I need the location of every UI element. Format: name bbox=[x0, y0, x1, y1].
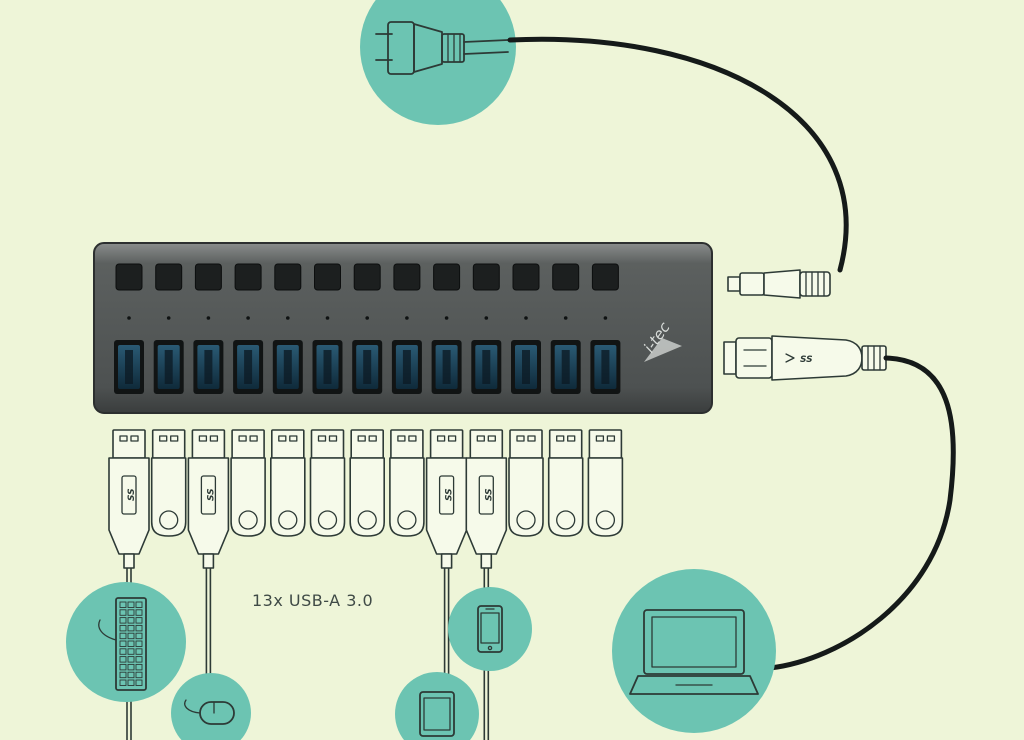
port-led-9 bbox=[444, 316, 449, 320]
keyboard-icon bbox=[98, 597, 147, 691]
dc-barrel-plug bbox=[727, 269, 831, 299]
port-led-5 bbox=[286, 316, 290, 320]
usb-a-plug-idle-4 bbox=[230, 429, 266, 537]
usb-port-5[interactable] bbox=[272, 340, 303, 394]
port-switch-13[interactable] bbox=[591, 263, 619, 291]
hub-leds bbox=[127, 316, 608, 320]
usb-port-4[interactable] bbox=[233, 340, 264, 394]
port-switch-2[interactable] bbox=[155, 263, 183, 291]
laptop-circle bbox=[612, 569, 776, 733]
port-led-8 bbox=[405, 316, 409, 320]
usb-port-6[interactable] bbox=[312, 340, 343, 394]
usb-a-plug-idle-6 bbox=[309, 429, 346, 537]
usb-port-13[interactable] bbox=[590, 340, 621, 394]
ss-badge: SS bbox=[445, 488, 455, 501]
laptop-icon bbox=[629, 609, 759, 695]
smartphone-group bbox=[448, 587, 532, 671]
mouse-circle bbox=[171, 673, 251, 740]
port-switch-1[interactable] bbox=[115, 263, 143, 291]
power-plug-icon bbox=[375, 21, 509, 75]
mouse-icon bbox=[184, 699, 235, 725]
port-led-7 bbox=[365, 316, 370, 320]
ss-badge: SS bbox=[127, 488, 137, 501]
port-led-13 bbox=[603, 316, 608, 320]
tablet-icon bbox=[419, 691, 455, 737]
port-led-11 bbox=[524, 316, 528, 320]
usb-port-1[interactable] bbox=[114, 340, 144, 394]
usb-a-plug-idle-2 bbox=[150, 429, 187, 537]
tablet-circle bbox=[395, 672, 479, 740]
mouse-group bbox=[171, 673, 251, 740]
port-led-4 bbox=[246, 316, 250, 320]
port-switch-7[interactable] bbox=[353, 263, 381, 291]
keyboard-group bbox=[66, 582, 186, 702]
port-switch-8[interactable] bbox=[393, 263, 421, 291]
usb-port-12[interactable] bbox=[550, 340, 581, 394]
usb-b-cable bbox=[767, 355, 956, 671]
port-switch-12[interactable] bbox=[552, 263, 580, 291]
port-switch-11[interactable] bbox=[512, 263, 540, 291]
port-switch-10[interactable] bbox=[472, 263, 500, 291]
usb-a-plug-idle-5 bbox=[270, 429, 306, 537]
power-supply-group bbox=[360, 0, 849, 299]
ss-badge: SS bbox=[800, 355, 813, 365]
port-led-1 bbox=[127, 316, 131, 320]
port-switch-5[interactable] bbox=[274, 263, 302, 291]
upstream-usb-cable: SS bbox=[723, 335, 956, 671]
port-switch-6[interactable] bbox=[314, 263, 341, 291]
port-switch-9[interactable] bbox=[433, 263, 461, 291]
usb-a-plug-idle-12 bbox=[547, 429, 584, 537]
usb-port-3[interactable] bbox=[193, 340, 224, 394]
hub-ports bbox=[114, 340, 621, 394]
usb-a-plug-idle-7 bbox=[349, 429, 385, 537]
usb-port-8[interactable] bbox=[391, 340, 422, 394]
port-led-6 bbox=[325, 316, 330, 320]
usb-a-plug-idle-8 bbox=[389, 429, 425, 537]
usb-port-9[interactable] bbox=[431, 340, 462, 394]
ss-badge: SS bbox=[206, 488, 216, 501]
usb-a-plug-idle-11 bbox=[508, 429, 544, 537]
port-switch-3[interactable] bbox=[194, 263, 222, 291]
smartphone-icon bbox=[477, 605, 503, 653]
port-led-12 bbox=[563, 316, 568, 320]
usb-b-plug: SS bbox=[723, 335, 887, 381]
usb-port-10[interactable] bbox=[471, 340, 502, 394]
port-led-3 bbox=[206, 316, 211, 320]
ss-badge: SS bbox=[484, 488, 494, 501]
usb-hub: i-tec bbox=[93, 242, 713, 414]
power-cable bbox=[507, 36, 849, 273]
hub-switches bbox=[115, 263, 619, 291]
smartphone-circle bbox=[448, 587, 532, 671]
usb-a-plug-idle-13 bbox=[587, 429, 624, 537]
port-count-caption: 13x USB-A 3.0 bbox=[252, 591, 373, 610]
tablet-group bbox=[395, 672, 479, 740]
port-led-10 bbox=[484, 316, 489, 320]
usb-port-11[interactable] bbox=[511, 340, 541, 394]
usb-port-7[interactable] bbox=[352, 340, 383, 394]
power-plug-circle bbox=[360, 0, 516, 125]
laptop-group bbox=[612, 569, 776, 733]
usb-a-plug-connected-1: SS bbox=[108, 429, 150, 740]
usb-port-2[interactable] bbox=[153, 340, 184, 394]
port-led-2 bbox=[166, 316, 171, 320]
port-switch-4[interactable] bbox=[234, 263, 262, 291]
